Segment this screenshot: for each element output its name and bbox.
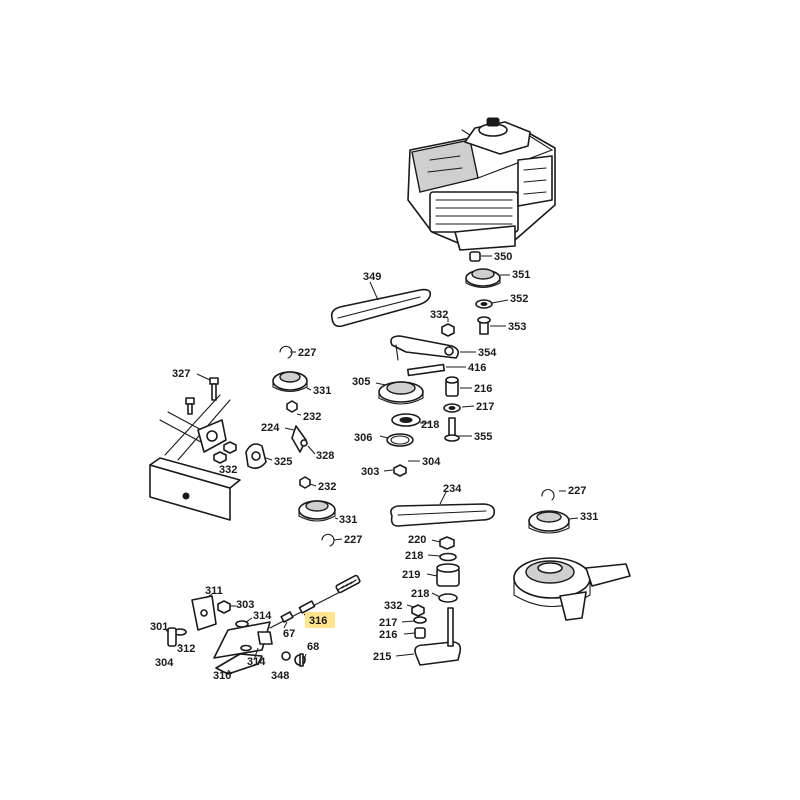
label-312: 312 bbox=[177, 643, 195, 655]
belt-349 bbox=[330, 288, 432, 328]
label-348: 348 bbox=[271, 670, 289, 682]
idler-pulley-305 bbox=[378, 381, 424, 477]
label-215: 215 bbox=[373, 651, 391, 663]
label-349: 349 bbox=[363, 271, 381, 283]
label-305: 305 bbox=[352, 376, 370, 388]
label-416: 416 bbox=[468, 362, 486, 374]
frame-and-mount bbox=[149, 377, 267, 521]
label-306: 306 bbox=[354, 432, 372, 444]
label-68: 68 bbox=[307, 641, 319, 653]
label-224: 224 bbox=[261, 422, 280, 434]
label-304-b: 304 bbox=[155, 657, 174, 669]
highlight-316 bbox=[305, 612, 335, 628]
clutch-assembly bbox=[513, 489, 631, 621]
label-218-c: 218 bbox=[411, 588, 429, 600]
label-227-a: 227 bbox=[298, 347, 316, 359]
label-314-a: 314 bbox=[253, 610, 272, 622]
label-232-b: 232 bbox=[318, 481, 336, 493]
label-311: 311 bbox=[205, 585, 223, 597]
part-labels: 350 351 352 353 349 332 354 227 416 327 … bbox=[150, 251, 598, 682]
label-332-c: 332 bbox=[384, 600, 402, 612]
label-217-a: 217 bbox=[476, 401, 494, 413]
label-217-b: 217 bbox=[379, 617, 397, 629]
label-216-b: 216 bbox=[379, 629, 397, 641]
idler-stack-bottom bbox=[411, 536, 462, 666]
pulley-stack-top bbox=[465, 251, 501, 335]
label-332-b: 332 bbox=[219, 464, 237, 476]
pulley-331-upper bbox=[272, 345, 308, 413]
label-301: 301 bbox=[150, 621, 168, 633]
label-331-a: 331 bbox=[313, 385, 331, 397]
spacer-stack bbox=[443, 376, 461, 442]
label-67: 67 bbox=[283, 628, 295, 640]
label-314-b: 314 bbox=[247, 656, 266, 668]
label-328: 328 bbox=[316, 450, 334, 462]
label-220: 220 bbox=[408, 534, 426, 546]
label-352: 352 bbox=[510, 293, 528, 305]
label-351: 351 bbox=[512, 269, 530, 281]
label-218-b: 218 bbox=[405, 550, 423, 562]
label-310: 310 bbox=[213, 670, 231, 682]
lever-assembly bbox=[167, 595, 273, 675]
label-303-b: 303 bbox=[236, 599, 254, 611]
label-216-a: 216 bbox=[474, 383, 492, 395]
label-219: 219 bbox=[402, 569, 420, 581]
label-331-b: 331 bbox=[339, 514, 357, 526]
label-331-c: 331 bbox=[580, 511, 598, 523]
pulley-331-lower bbox=[298, 476, 336, 547]
label-354: 354 bbox=[478, 347, 497, 359]
engine bbox=[407, 117, 556, 251]
label-350: 350 bbox=[494, 251, 512, 263]
bracket-224 bbox=[291, 425, 308, 453]
label-332-a: 332 bbox=[430, 309, 448, 321]
label-227-b: 227 bbox=[568, 485, 586, 497]
label-303-a: 303 bbox=[361, 466, 379, 478]
label-218-a: 218 bbox=[421, 419, 439, 431]
tension-arm bbox=[390, 323, 460, 377]
label-304-a: 304 bbox=[422, 456, 441, 468]
label-227-c: 227 bbox=[344, 534, 362, 546]
label-234: 234 bbox=[443, 483, 462, 495]
label-327: 327 bbox=[172, 368, 190, 380]
label-325: 325 bbox=[274, 456, 292, 468]
label-353: 353 bbox=[508, 321, 526, 333]
label-355: 355 bbox=[474, 431, 492, 443]
label-232-a: 232 bbox=[303, 411, 321, 423]
label-316: 316 bbox=[309, 615, 327, 627]
belt-234 bbox=[390, 503, 496, 527]
control-cable-316 bbox=[269, 574, 361, 667]
